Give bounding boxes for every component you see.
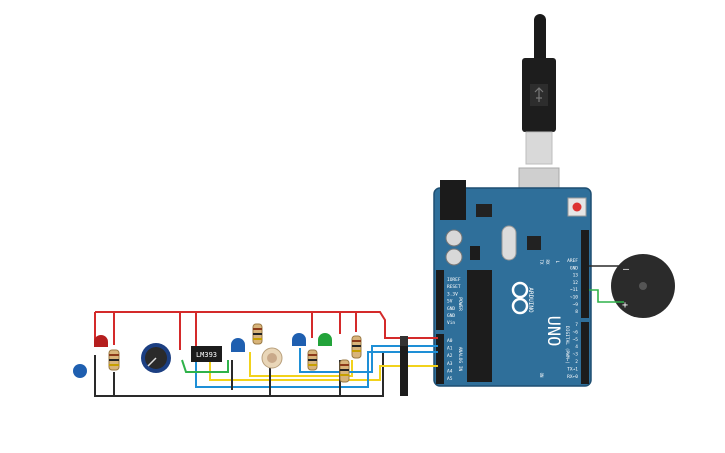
blue-led-right-icon (292, 333, 306, 346)
capacitor-1 (445, 229, 463, 247)
wire-buzzer-signal (589, 289, 624, 303)
analog-header (436, 334, 444, 384)
power-header (436, 270, 444, 330)
resistor-2 (252, 323, 263, 345)
wire-yellow-2 (249, 352, 353, 377)
crystal-oscillator (501, 225, 517, 261)
usb-plug-metal (525, 131, 553, 165)
resistor-5 (351, 335, 362, 359)
pin-label: 7 (575, 322, 578, 328)
pin-label: 8 (575, 309, 578, 315)
buzzer-plus-label: + (622, 300, 628, 311)
pin-label: GND (447, 313, 455, 319)
lm393-chip: LM393 (191, 346, 222, 362)
blue-led-left-icon (73, 364, 87, 378)
blue-led-left (73, 364, 87, 378)
usb-icon (534, 87, 544, 102)
wire-yellow-1 (209, 362, 438, 381)
red-led (94, 335, 108, 347)
lm393-body (191, 346, 222, 362)
digital-header-top (581, 230, 589, 318)
dc-jack (440, 180, 466, 220)
photoresistor-cell (267, 353, 277, 363)
green-led (318, 333, 332, 346)
wire-blue-2 (299, 345, 438, 373)
pin-labels: IOREFRESET3.3V5VGNDGNDVinA0A1A2A3A4A5ARE… (447, 258, 578, 382)
arduino-brand: ARDUINO (527, 287, 534, 313)
pin-label: ~11 (570, 287, 578, 293)
green-led-icon (318, 333, 332, 346)
resistor-4 (339, 359, 350, 383)
digital-header-label: DIGITAL (PWM~) (564, 326, 570, 364)
pin-label: ~6 (573, 329, 579, 335)
wire-red-rail (95, 311, 438, 339)
pin-label: Vin (447, 320, 455, 326)
reset-button-cap[interactable] (572, 202, 582, 212)
pin-label: AREF (567, 258, 578, 264)
arduino-board: UNO ARDUINO POWER ANALOG IN DIGITAL (PWM… (433, 180, 592, 387)
pin-label: A5 (447, 376, 453, 382)
icsp-header (470, 246, 480, 260)
board-led-label: RX (545, 260, 550, 265)
microcontroller-chip (467, 270, 492, 382)
pin-label: 2 (575, 359, 578, 365)
potentiometer-indicator (147, 357, 157, 367)
digital-header-bottom (581, 322, 589, 384)
pin-label: A2 (447, 353, 453, 359)
uno-logo: UNO (543, 316, 563, 347)
pin-label: IOREF (447, 277, 461, 283)
pin-label: RESET (447, 284, 461, 290)
pin-label: GND (447, 306, 455, 312)
resistor-3 (307, 349, 318, 371)
arduino-logo-icon (511, 281, 529, 315)
pin-label: RX←0 (567, 374, 578, 380)
blue-led-right (292, 333, 306, 346)
board-led-label: L (555, 261, 560, 264)
pin-label: ~9 (573, 302, 579, 308)
pin-label: TX→1 (567, 366, 578, 372)
indicator-on-label: ON (539, 373, 544, 378)
blue-led-middle-icon (231, 338, 245, 352)
wire-blue-1 (195, 351, 438, 388)
pin-label: 3.3V (447, 291, 458, 297)
pin-label: ~10 (570, 295, 578, 301)
board-led-label: TX (539, 260, 544, 265)
resistor-1 (108, 349, 120, 371)
pin-label: A3 (447, 361, 453, 367)
pin-label: 4 (575, 344, 578, 350)
analog-header-label: ANALOG IN (457, 347, 463, 372)
pin-label: ~5 (573, 337, 579, 343)
pin-label: A0 (447, 338, 453, 344)
photoresistor (261, 347, 283, 369)
capacitor-2 (445, 248, 463, 266)
pin-label: 12 (573, 280, 579, 286)
buzzer-minus-label: – (623, 264, 630, 275)
pin-label: ~3 (573, 352, 579, 358)
pin-label: 5V (447, 299, 453, 305)
piezo-buzzer: – + (611, 254, 675, 318)
pin-label: A4 (447, 368, 453, 374)
potentiometer[interactable] (141, 343, 171, 373)
lm393-label: LM393 (196, 351, 217, 359)
wire-green-1 (181, 359, 229, 373)
blue-led-middle (231, 338, 245, 352)
pin-label: A1 (447, 346, 453, 352)
pin-label: GND (570, 265, 578, 271)
pin-label: 13 (573, 273, 579, 279)
usb-chip (527, 236, 541, 250)
red-led-icon (94, 335, 108, 347)
buzzer-hole (639, 282, 647, 290)
voltage-regulator (476, 204, 492, 217)
terminal-header (400, 336, 408, 396)
power-header-label: POWER (457, 297, 463, 311)
terminal-header-top (400, 336, 408, 346)
